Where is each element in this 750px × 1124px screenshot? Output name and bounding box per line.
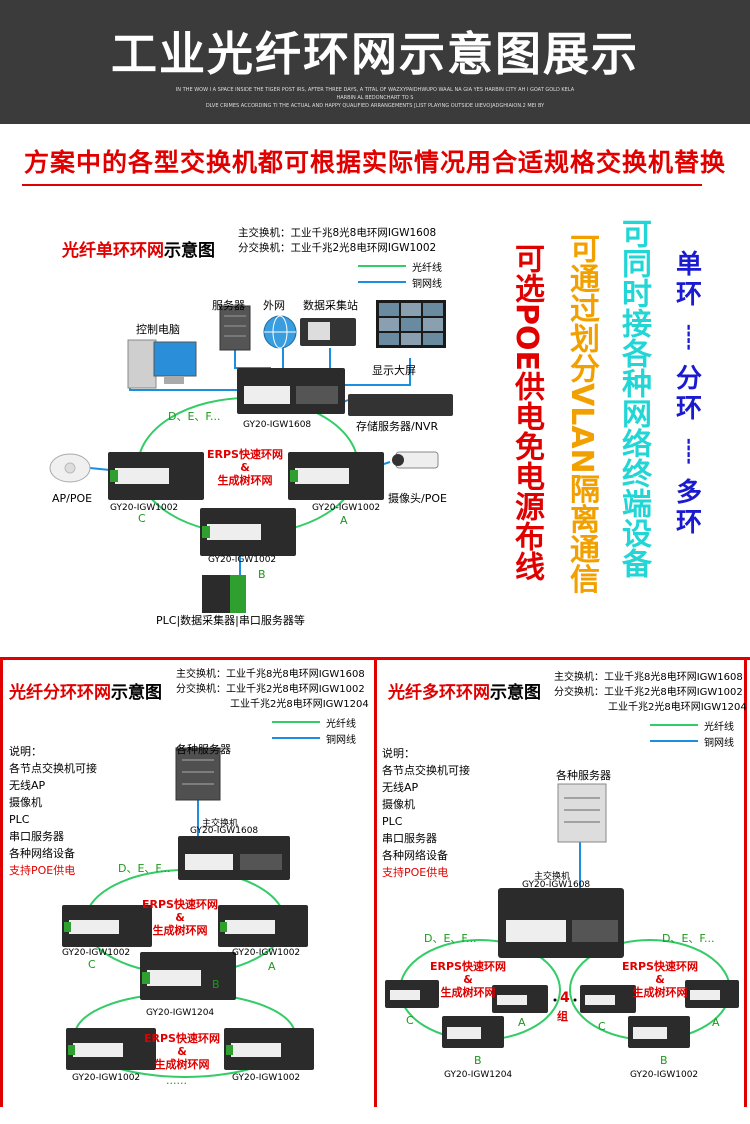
- server-label: 服务器: [212, 299, 245, 312]
- branch-ring-diagram: [62, 747, 314, 1078]
- multi-legend-copper: 铜网线: [704, 738, 734, 749]
- branch-legend-fiber: 光纤线: [326, 719, 356, 730]
- branch-main-label: 主交换机: [202, 819, 239, 829]
- multi-model-right: GY20-IGW1002: [630, 1070, 699, 1080]
- multi-left-nodes: D、E、F...: [424, 932, 477, 945]
- multi-notes: 说明： 各节点交换机可接 无线AP 摄像机 PLC 串口服务器 各种网络设备 支…: [382, 747, 470, 879]
- legend-copper-label: 铜网线: [412, 279, 442, 290]
- internet-label: 外网: [263, 299, 285, 312]
- branch-switch-a-model: GY20-IGW1002: [232, 948, 301, 958]
- banner-text: 方案中的各型交换机都可根据实际情况用合适规格交换机替换: [23, 148, 726, 177]
- multi-servers-label: 各种服务器: [556, 769, 611, 782]
- multi-legend-fiber: 光纤线: [704, 722, 734, 733]
- control-pc-label: 控制电脑: [136, 323, 180, 336]
- switch-b-model: GY20-IGW1002: [208, 555, 277, 565]
- branch-notes: 说明： 各节点交换机可接 无线AP 摄像机 PLC 串口服务器 各种网络设备 支…: [9, 745, 97, 877]
- single-ring-specs: 主交换机：工业千兆8光8电环网IGW1608 分交换机：工业千兆2光8电环网IG…: [238, 227, 437, 254]
- plc-label: PLC|数据采集器|串口服务器等: [156, 614, 305, 627]
- display-label: 显示大屏: [372, 364, 416, 377]
- section-divider-left: [0, 660, 3, 1107]
- multi-node-a-right: A: [712, 1016, 720, 1029]
- branch-node-c: C: [88, 958, 96, 971]
- single-ring-title: 光纤单环环网示意图: [62, 241, 215, 261]
- branch-node-b: B: [212, 978, 220, 991]
- node-c-label: C: [138, 512, 146, 525]
- multi-model-left: GY20-IGW1204: [444, 1070, 513, 1080]
- erps-label: ERPS快速环网 & 生成树环网: [207, 448, 283, 487]
- branch-erps-lower: ERPS快速环网 & 生成树环网: [144, 1032, 220, 1071]
- data-station-label: 数据采集站: [303, 299, 358, 312]
- branch-dots: ......: [166, 1074, 187, 1087]
- multi-groups-count: 4: [560, 990, 570, 1006]
- node-a-label: A: [340, 514, 348, 527]
- ap-label: AP/POE: [52, 492, 93, 505]
- multi-node-c-right: C: [598, 1020, 606, 1033]
- feature-rings: 单 环 ---- 分 环 ---- 多 环: [675, 250, 702, 538]
- multi-groups-unit: 组: [557, 1010, 568, 1023]
- multi-legend-copper-line: [650, 740, 698, 742]
- core-switch-model: GY20-IGW1608: [243, 420, 312, 430]
- nvr-label: 存储服务器/NVR: [356, 420, 439, 433]
- branch-ring-title: 光纤分环环网示意图: [9, 683, 162, 703]
- section-divider-right: [744, 660, 747, 1107]
- branch-lower-right-model: GY20-IGW1002: [232, 1073, 301, 1083]
- branch-legend-fiber-line: [272, 721, 320, 723]
- branch-legend-copper: 铜网线: [326, 735, 356, 746]
- branch-servers-label: 各种服务器: [176, 743, 231, 756]
- legend-fiber-line: [358, 265, 406, 267]
- switch-a-model: GY20-IGW1002: [312, 503, 381, 513]
- multi-core-model: GY20-IGW1608: [522, 880, 591, 890]
- multi-erps-left: ERPS快速环网 & 生成树环网: [430, 960, 506, 999]
- multi-ring-title: 光纤多环环网示意图: [388, 683, 541, 703]
- multi-right-nodes: D、E、F...: [662, 932, 715, 945]
- branch-lower-left-model: GY20-IGW1002: [72, 1073, 141, 1083]
- header-bar: [0, 0, 750, 124]
- branch-node-a: A: [268, 960, 276, 973]
- legend-copper-line: [358, 281, 406, 283]
- switch-c-model: GY20-IGW1002: [110, 503, 179, 513]
- branch-ring-specs: 主交换机：工业千兆8光8电环网IGW1608 分交换机：工业千兆2光8电环网IG…: [176, 669, 369, 710]
- node-b-label: B: [258, 568, 266, 581]
- multi-main-label: 主交换机: [534, 872, 571, 882]
- banner-underline: [22, 184, 702, 186]
- multi-ring-specs: 主交换机：工业千兆8光8电环网IGW1608 分交换机：工业千兆2光8电环网IG…: [554, 672, 747, 713]
- branch-legend-copper-line: [272, 737, 320, 739]
- multi-erps-right: ERPS快速环网 & 生成树环网: [622, 960, 698, 999]
- branch-mid-model: GY20-IGW1204: [146, 1008, 215, 1018]
- page-title: 工业光纤环网示意图展示: [111, 27, 639, 81]
- feature-devices: 可同时接各种网络终端设备: [616, 218, 651, 578]
- multi-legend-fiber-line: [650, 724, 698, 726]
- feature-poe: 可选POE供电免电源布线: [509, 243, 544, 581]
- multi-ring-diagram: [385, 783, 739, 1048]
- legend-fiber-label: 光纤线: [412, 263, 442, 274]
- multi-node-c-left: C: [406, 1014, 414, 1027]
- section-divider-middle: [374, 657, 377, 1107]
- camera-label: 摄像头/POE: [388, 492, 447, 505]
- ring-nodes-label: D、E、F...: [168, 410, 221, 423]
- multi-node-b-left: B: [474, 1054, 482, 1067]
- branch-erps-upper: ERPS快速环网 & 生成树环网: [142, 898, 218, 937]
- multi-node-a-left: A: [518, 1016, 526, 1029]
- feature-vlan: 可通过划分VLAN隔离通信: [564, 233, 599, 594]
- branch-switch-c-model: GY20-IGW1002: [62, 948, 131, 958]
- single-ring-diagram: [49, 300, 453, 613]
- header-fine-print: IN THE WOW I A SPACE INSIDE THE TIGER PO…: [175, 87, 575, 109]
- branch-ring-nodes: D、E、F...: [118, 862, 171, 875]
- multi-node-b-right: B: [660, 1054, 668, 1067]
- branch-core-model: GY20-IGW1608: [190, 826, 259, 836]
